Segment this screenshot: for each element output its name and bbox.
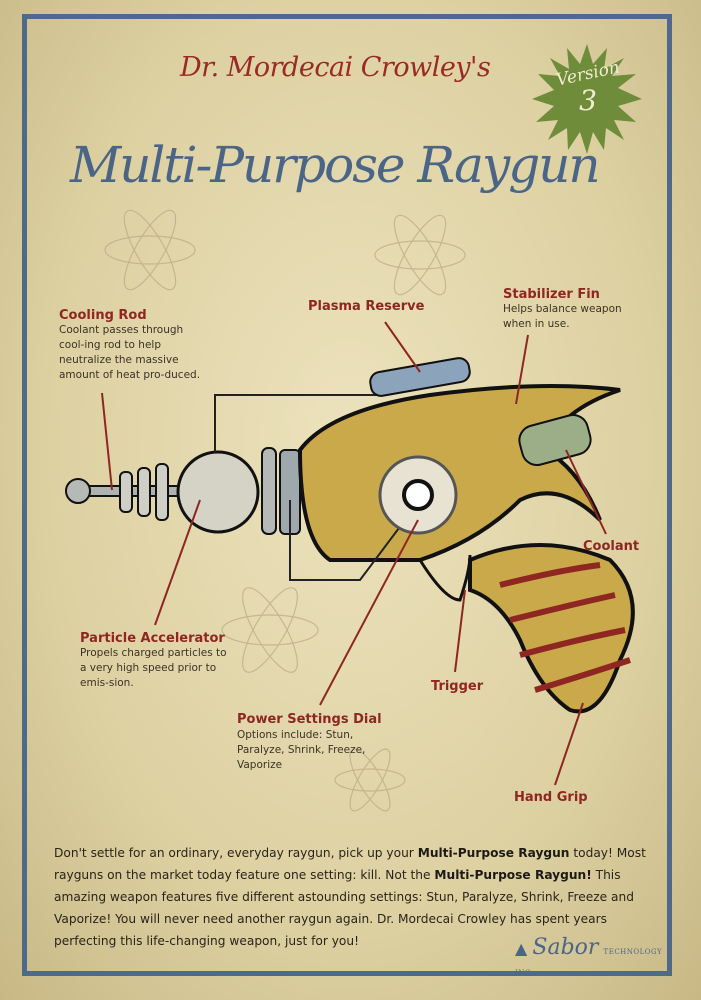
poster-subtitle: Dr. Mordecai Crowley's <box>180 52 491 83</box>
poster-border <box>22 14 672 976</box>
label-stabilizer-fin: Stabilizer Fin <box>503 287 600 302</box>
logo-tagline: TECHNOLOGY INC. <box>515 948 663 977</box>
sabor-logo: ▲ Sabor TECHNOLOGY INC. <box>515 935 665 979</box>
body-text-2: today! Most rayguns on the market today … <box>54 846 646 882</box>
label-particle-accelerator: Particle Accelerator <box>80 631 225 646</box>
label-coolant: Coolant <box>583 539 640 554</box>
rocket-icon: ▲ <box>515 939 528 958</box>
label-trigger: Trigger <box>431 679 484 694</box>
label-cooling-rod: Cooling Rod <box>59 308 147 323</box>
version-starburst-badge <box>532 44 642 154</box>
callout-lines <box>101 321 607 786</box>
poster-title: Multi-Purpose Raygun <box>70 136 601 194</box>
description-paragraph: Don't settle for an ordinary, everyday r… <box>54 842 654 952</box>
logo-name: Sabor <box>532 935 599 960</box>
desc-particle-accelerator: Propels charged particles to a very high… <box>80 647 227 689</box>
version-number: 3 <box>579 84 597 117</box>
label-power-settings-dial: Power Settings Dial <box>237 712 382 727</box>
body-bold-1: Multi-Purpose Raygun <box>417 846 570 860</box>
body-text-3: This amazing weapon features five differ… <box>54 868 634 948</box>
body-text-1: Don't settle for an ordinary, everyday r… <box>54 846 418 860</box>
body-bold-2: Multi-Purpose Raygun! <box>434 868 592 882</box>
desc-power-settings-dial: Options include: Stun, Paralyze, Shrink,… <box>237 729 366 771</box>
label-plasma-reserve: Plasma Reserve <box>308 299 425 314</box>
label-hand-grip: Hand Grip <box>514 790 588 805</box>
atom-decorations <box>104 209 466 812</box>
version-badge: Version 3 <box>548 58 628 117</box>
desc-stabilizer-fin: Helps balance weapon when in use. <box>503 303 622 330</box>
desc-cooling-rod: Coolant passes through cool-ing rod to h… <box>59 324 201 381</box>
